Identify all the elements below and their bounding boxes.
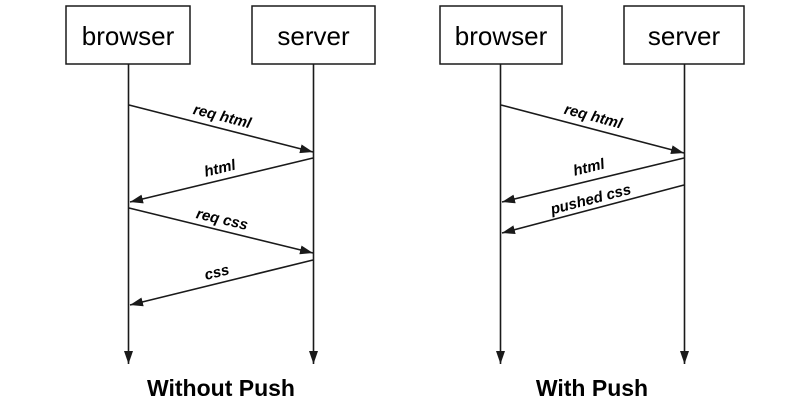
message-arrow-html	[501, 157, 685, 204]
message-label-css: css	[203, 261, 231, 283]
actor-box-server	[623, 5, 745, 65]
actor-label-browser: browser	[82, 21, 175, 51]
actor-label-server: server	[648, 21, 721, 51]
message-arrow-req-css	[128, 207, 314, 255]
message-arrow-html	[129, 157, 314, 204]
message-label-req-html: req html	[191, 101, 253, 132]
message-arrow-pushed-css	[501, 184, 685, 235]
actor-box-server	[251, 5, 376, 65]
caption-with-push: With Push	[536, 375, 648, 401]
actor-box-browser	[439, 5, 563, 65]
actor-label-server: server	[277, 21, 350, 51]
caption-without-push: Without Push	[147, 375, 295, 401]
message-label-html: html	[572, 155, 608, 179]
message-arrow-req-html	[500, 104, 685, 155]
message-arrow-req-html	[128, 104, 314, 154]
actor-box-browser	[65, 5, 191, 65]
message-label-req-html: req html	[562, 101, 624, 133]
actor-label-browser: browser	[455, 21, 548, 51]
message-label-req-css: req css	[195, 205, 250, 234]
message-label-pushed-css: pushed css	[548, 181, 633, 219]
diagram-with-push: browser server req html html pushed css …	[439, 5, 745, 401]
diagram-without-push: browser server req html html req css css…	[65, 5, 376, 401]
message-arrow-css	[129, 259, 314, 307]
